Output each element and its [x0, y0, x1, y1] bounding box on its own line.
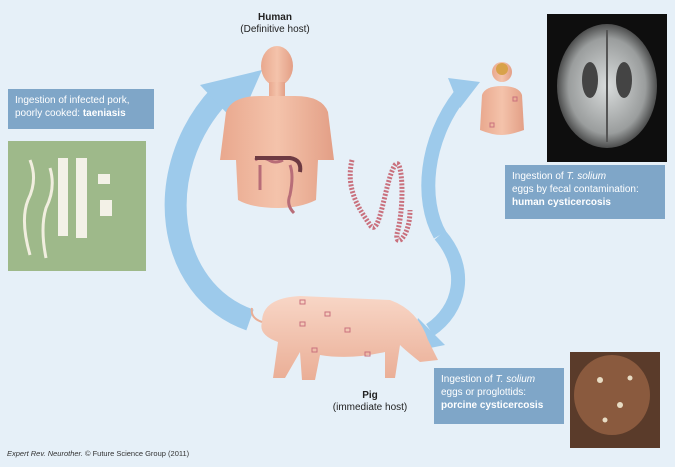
human-title: Human — [258, 12, 292, 23]
arrow-left-cycle — [164, 70, 262, 331]
human-cyst-species: T. solium — [566, 171, 607, 182]
porcine-cysticercosis-box: Ingestion of T. solium eggs or proglotti… — [434, 368, 564, 424]
porcine-line1: Ingestion of — [441, 374, 496, 385]
figure-credit: Expert Rev. Neurother. © Future Science … — [7, 449, 189, 458]
pig-title: Pig — [362, 390, 378, 401]
taeniasis-line2: poorly cooked: — [15, 108, 83, 119]
human-cyst-line1: Ingestion of — [512, 171, 567, 182]
tapeworm-specimen-photo — [8, 141, 146, 271]
taeniasis-box: Ingestion of infected pork, poorly cooke… — [8, 89, 154, 129]
taeniasis-line1: Ingestion of infected pork, — [15, 95, 130, 106]
pig-figure — [250, 296, 438, 380]
taeniasis-term: taeniasis — [82, 108, 126, 119]
human-cyst-term: human cysticercosis — [512, 197, 611, 208]
pig-subtitle: (immediate host) — [332, 402, 408, 413]
porcine-species: T. solium — [495, 374, 536, 385]
pig-brain-photo — [570, 352, 660, 448]
human-host-label: Human (Definitive host) — [220, 12, 330, 36]
human-figure — [220, 46, 334, 215]
arrow-to-human-cysticercosis — [421, 78, 480, 239]
brain-mri-photo — [547, 14, 667, 162]
journal-name: Expert Rev. Neurother. — [7, 449, 83, 458]
porcine-term: porcine cysticercosis — [441, 400, 544, 411]
copyright-text: © Future Science Group (2011) — [82, 449, 190, 458]
human-subtitle: (Definitive host) — [240, 24, 310, 35]
pig-host-label: Pig (immediate host) — [320, 390, 420, 414]
human-cyst-line2: eggs by fecal contamination: — [512, 184, 639, 195]
human-cysticercosis-box: Ingestion of T. solium eggs by fecal con… — [505, 165, 665, 219]
tapeworm-illustration — [347, 159, 413, 243]
porcine-line2: eggs or proglottids: — [441, 387, 527, 398]
small-human-figure — [480, 62, 524, 135]
